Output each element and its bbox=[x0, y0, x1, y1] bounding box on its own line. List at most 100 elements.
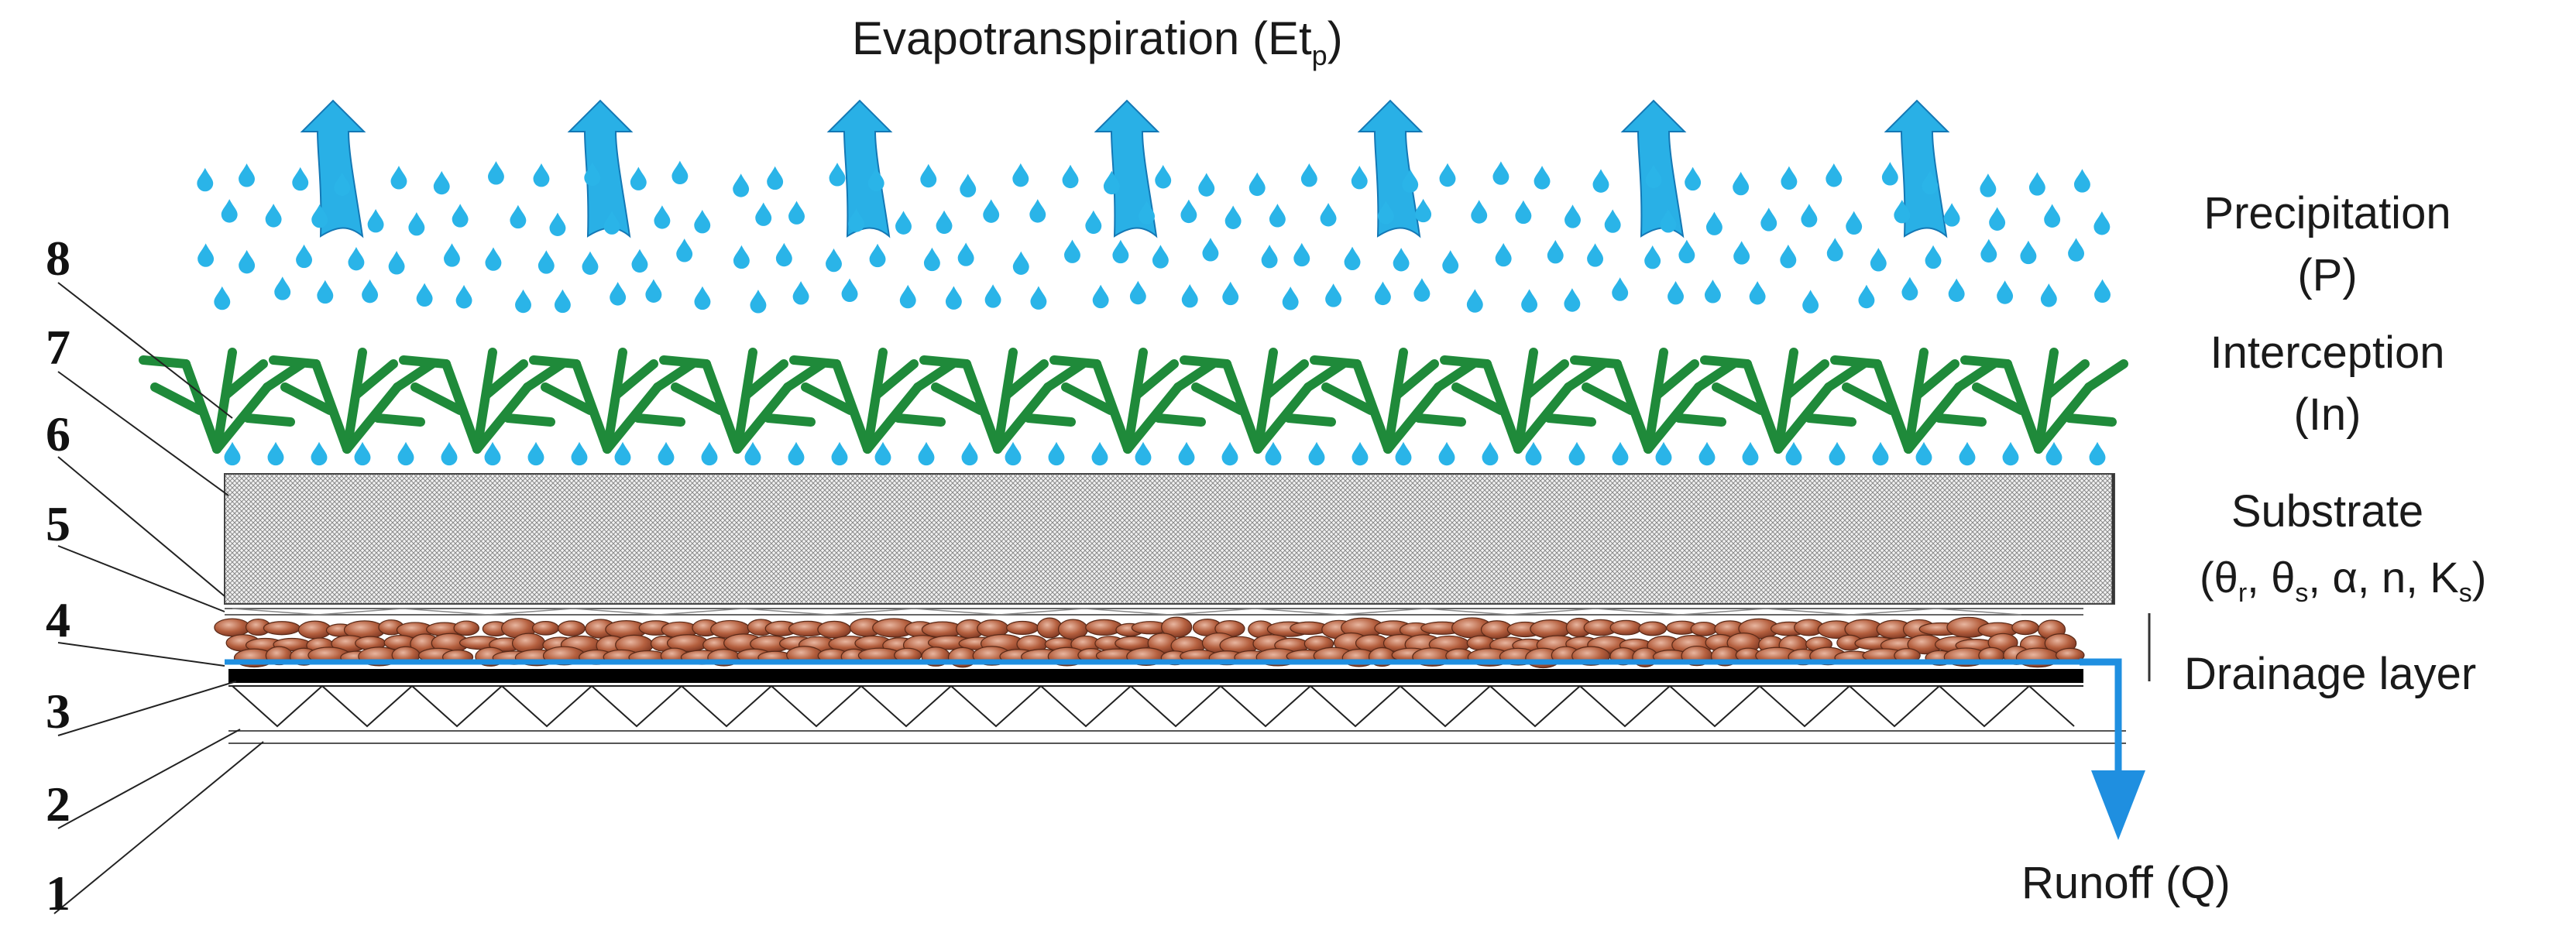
water-drop-icon bbox=[408, 211, 425, 236]
water-drop-icon bbox=[920, 163, 937, 188]
layer-number-3: 3 bbox=[46, 684, 70, 739]
evapotranspiration-arrow-icon bbox=[1094, 99, 1160, 238]
water-drop-icon bbox=[1395, 441, 1412, 466]
water-drop-icon bbox=[1180, 199, 1197, 224]
water-drop-icon bbox=[1826, 238, 1843, 262]
water-drop-icon bbox=[197, 167, 214, 192]
drainage-gravel bbox=[214, 616, 2085, 669]
evapotranspiration-arrow-icon bbox=[826, 99, 893, 238]
water-drop-icon bbox=[416, 283, 433, 307]
plant-icon bbox=[269, 348, 437, 454]
water-drop-icon bbox=[452, 204, 469, 228]
water-drop-icon bbox=[895, 211, 912, 235]
water-drop-icon bbox=[1801, 204, 1818, 228]
water-drop-icon bbox=[1155, 165, 1172, 189]
water-drop-icon bbox=[767, 166, 784, 190]
runoff-arrow bbox=[2080, 658, 2122, 774]
water-drop-icon bbox=[1005, 441, 1022, 466]
water-drop-icon bbox=[1858, 284, 1875, 309]
water-drop-icon bbox=[367, 209, 384, 233]
waterproof-membrane bbox=[228, 669, 2083, 683]
water-drop-icon bbox=[631, 249, 648, 273]
water-drop-icon bbox=[1980, 238, 1997, 263]
water-drop-icon bbox=[603, 211, 620, 235]
substrate-label: Substrate bbox=[2231, 486, 2423, 537]
water-drop-icon bbox=[1547, 239, 1564, 264]
water-drop-icon bbox=[1325, 283, 1342, 307]
water-drop-icon bbox=[610, 282, 627, 306]
water-drop-icon bbox=[296, 244, 313, 269]
water-drop-icon bbox=[1564, 204, 1581, 228]
plant-icon bbox=[789, 348, 957, 454]
water-drop-icon bbox=[744, 441, 761, 466]
evapotranspiration-arrow-icon bbox=[1884, 99, 1950, 238]
water-drop-icon bbox=[1612, 277, 1629, 301]
water-drop-icon bbox=[1282, 286, 1299, 310]
water-drop-icon bbox=[1351, 165, 1368, 190]
water-drop-icon bbox=[960, 173, 977, 197]
water-drop-icon bbox=[1922, 170, 1939, 194]
water-drop-icon bbox=[733, 245, 750, 269]
water-drop-icon bbox=[1568, 441, 1585, 466]
runoff-arrow-head bbox=[2091, 770, 2145, 840]
water-drop-icon bbox=[1029, 199, 1046, 223]
water-drop-icon bbox=[1202, 238, 1219, 262]
pebble bbox=[1530, 619, 1571, 639]
water-drop-icon bbox=[1181, 283, 1198, 308]
drainage-layer-label: Drainage layer bbox=[2184, 649, 2476, 699]
pebble bbox=[1690, 621, 1718, 636]
evapotranspiration-arrow-icon bbox=[300, 99, 366, 238]
water-drop-icon bbox=[2002, 441, 2019, 466]
water-drop-icon bbox=[311, 204, 328, 228]
water-drop-icon bbox=[1492, 161, 1510, 185]
water-drop-icon bbox=[788, 441, 805, 466]
water-drop-icon bbox=[1178, 441, 1195, 466]
water-drop-icon bbox=[750, 290, 767, 314]
water-drop-icon bbox=[1439, 163, 1456, 187]
water-drop-icon bbox=[1249, 172, 1266, 197]
water-drop-icon bbox=[1293, 242, 1310, 267]
water-drop-icon bbox=[1085, 210, 1102, 235]
water-drop-icon bbox=[1152, 245, 1169, 269]
water-drop-icon bbox=[1012, 251, 1029, 275]
water-drop-icon bbox=[1872, 441, 1889, 466]
pebble bbox=[558, 620, 586, 636]
water-drop-icon bbox=[654, 205, 671, 229]
water-drop-icon bbox=[1705, 211, 1722, 235]
water-drop-icon bbox=[869, 243, 886, 268]
water-drop-icon bbox=[2040, 283, 2057, 307]
water-drop-icon bbox=[2044, 204, 2061, 228]
water-drop-icon bbox=[1482, 441, 1499, 466]
water-drop-icon bbox=[538, 250, 555, 274]
water-drop-icon bbox=[1222, 281, 1239, 306]
water-drop-icon bbox=[1221, 441, 1238, 466]
water-drop-icon bbox=[334, 172, 351, 196]
water-drop-icon bbox=[510, 204, 527, 229]
water-drop-icon bbox=[1135, 441, 1152, 466]
water-drop-icon bbox=[1980, 173, 1997, 197]
water-drop-icon bbox=[1733, 171, 1750, 196]
plant-icon bbox=[1830, 348, 1998, 454]
water-drop-icon bbox=[1344, 246, 1361, 270]
layer-number-6: 6 bbox=[46, 406, 70, 461]
water-drop-icon bbox=[1829, 441, 1846, 466]
water-drop-icon bbox=[1894, 199, 1911, 224]
water-drop-icon bbox=[1685, 166, 1702, 191]
water-drop-icon bbox=[1112, 239, 1129, 264]
plant-icon bbox=[399, 348, 567, 454]
water-drop-icon bbox=[397, 441, 414, 466]
water-drop-icon bbox=[2089, 441, 2106, 466]
plant-icon bbox=[1960, 348, 2128, 454]
water-drop-icon bbox=[831, 441, 848, 466]
precipitation-label: Precipitation bbox=[2203, 188, 2451, 238]
plant-icon bbox=[1310, 348, 1478, 454]
water-drop-icon bbox=[1604, 209, 1621, 233]
water-drop-icon bbox=[874, 441, 891, 466]
plant-icon bbox=[1700, 348, 1868, 454]
water-drop-icon bbox=[733, 173, 750, 197]
water-drop-icon bbox=[676, 238, 693, 262]
protection-mat bbox=[228, 684, 2083, 728]
water-drop-icon bbox=[899, 284, 916, 309]
water-drop-icon bbox=[645, 279, 662, 303]
